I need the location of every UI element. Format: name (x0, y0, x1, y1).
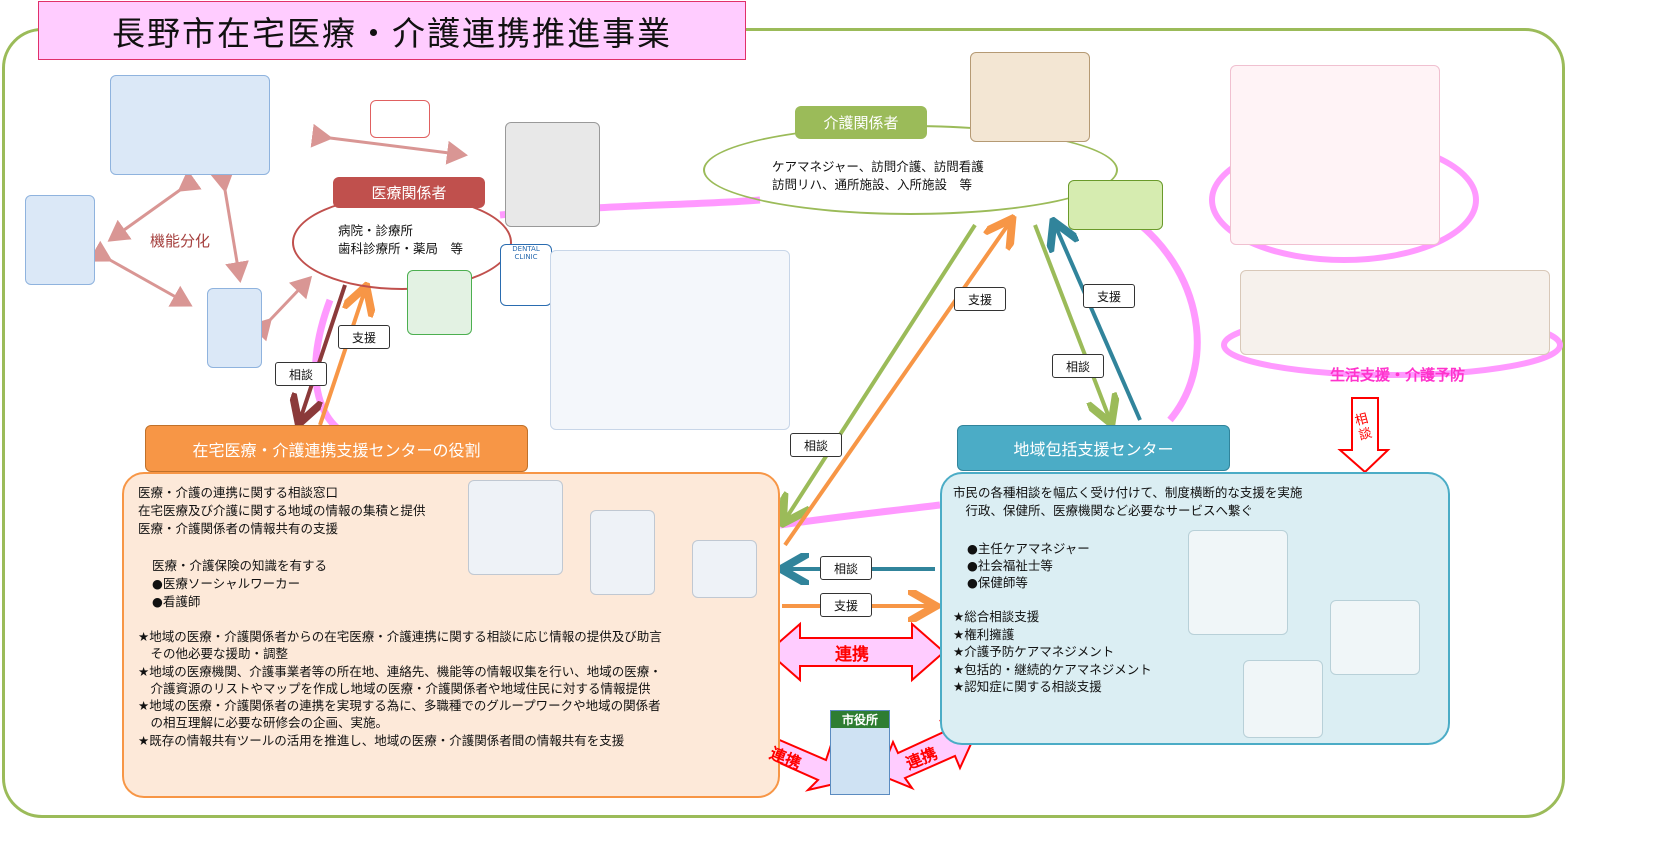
left-center-box (122, 472, 780, 798)
day-service-bus-illustration (1068, 180, 1163, 230)
home-care-family-illustration (1230, 65, 1440, 245)
ambulance-illustration (370, 100, 430, 138)
staff-document-illustration (590, 510, 655, 595)
meeting-network-illustration (550, 250, 790, 430)
right-line: 行政、保健所、医療機関など必要なサービスへ繋ぐ (953, 503, 1254, 518)
staff-phone-illustration (468, 480, 563, 575)
staff-item: ●保健師等 (967, 575, 1028, 590)
right-center-label: 地域包括支援センター (957, 425, 1230, 471)
dementia-illustration (1243, 660, 1323, 738)
staff-item: ●社会福祉士等 (967, 558, 1053, 573)
living-support-label: 生活支援・介護予防 (1330, 366, 1466, 384)
left-roles: ★地域の医療・介護関係者からの在宅医療・介護連携に関する相談に応じ情報の提供及び… (138, 628, 662, 749)
left-center-lines: 医療・介護の連携に関する相談窓口 在宅医療及び介護に関する地域の情報の集積と提供… (138, 484, 426, 538)
staff-item: ●看護師 (152, 594, 201, 609)
role-item: ★既存の情報共有ツールの活用を推進し、地域の医療・介護関係者間の情報共有を支援 (138, 732, 625, 748)
dental-clinic-illustration: DENTAL CLINIC (500, 244, 552, 306)
support-tag: 支援 (338, 325, 390, 349)
city-hall-sign: 市役所 (831, 711, 889, 728)
support-tag: 支援 (820, 593, 872, 617)
staff-item: ●主任ケアマネジャー (967, 541, 1090, 556)
consult-tag: 相談 (1052, 354, 1104, 378)
medical-label: 医療関係者 (333, 177, 485, 208)
support-tag: 支援 (954, 287, 1006, 311)
medical-line-2: 歯科診療所・薬局 等 (338, 241, 464, 256)
consult-tag: 相談 (275, 362, 327, 386)
clinic-building-illustration (505, 122, 600, 227)
consult-tag: 相談 (820, 556, 872, 580)
page-title: 長野市在宅医療・介護連携推進事業 (38, 1, 746, 60)
consult-tag: 相談 (790, 433, 842, 457)
right-staff: ●主任ケアマネジャー ●社会福祉士等 ●保健師等 (967, 540, 1090, 591)
pharmacy-illustration (407, 270, 472, 335)
role-item: ★地域の医療・介護関係者からの在宅医療・介護連携に関する相談に応じ情報の提供及び… (138, 629, 662, 662)
care-line-1: ケアマネジャー、訪問介護、訪問看護 (772, 159, 984, 174)
medical-line-1: 病院・診療所 (338, 223, 414, 238)
care-line-2: 訪問リハ、通所施設、入所施設 等 (772, 177, 973, 192)
care-facility-illustration (970, 52, 1090, 142)
support-tag: 支援 (1083, 284, 1135, 308)
staff-item: ●医療ソーシャルワーカー (152, 576, 301, 591)
left-line: 医療・介護の連携に関する相談窓口 (138, 485, 339, 500)
left-line: 医療・介護関係者の情報共有の支援 (138, 521, 339, 536)
role-item: ★権利擁護 (953, 626, 1015, 642)
hospital-small-illustration (25, 195, 95, 285)
right-center-lines: 市民の各種相談を幅広く受け付けて、制度横断的な支援を実施 行政、保健所、医療機関… (953, 484, 1302, 520)
right-roles: ★総合相談支援 ★権利擁護 ★介護予防ケアマネジメント ★包括的・継続的ケアマネ… (953, 608, 1152, 696)
city-hall-illustration: 市役所 (830, 710, 890, 795)
outer-frame (2, 28, 1565, 818)
staff-intro: 医療・介護保険の知識を有する (152, 558, 328, 573)
role-item: ★地域の医療・介護関係者の連携を実現する為に、多職種でのグループワークや地域の関… (138, 698, 661, 731)
role-item: ★包括的・継続的ケアマネジメント (953, 661, 1152, 677)
elder-abuse-illustration (1330, 600, 1420, 675)
left-staff: 医療・介護保険の知識を有する ●医療ソーシャルワーカー ●看護師 (152, 557, 327, 611)
cooperate-label: 連携 (835, 645, 869, 665)
staff-computer-illustration (692, 540, 757, 598)
hospital-illustration (110, 75, 270, 175)
right-line: 市民の各種相談を幅広く受け付けて、制度横断的な支援を実施 (953, 485, 1303, 500)
community-residents-illustration (1240, 270, 1550, 355)
role-item: ★地域の医療機関、介護事業者等の所在地、連絡先、機能等の情報収集を行い、地域の医… (138, 663, 662, 696)
function-split-label: 機能分化 (150, 232, 211, 250)
clinic-illustration (207, 288, 262, 368)
role-item: ★認知症に関する相談支援 (953, 679, 1102, 694)
consultation-illustration (1188, 530, 1288, 635)
care-label: 介護関係者 (795, 106, 927, 139)
role-item: ★総合相談支援 (953, 609, 1040, 624)
role-item: ★介護予防ケアマネジメント (953, 644, 1115, 659)
left-center-label: 在宅医療・介護連携支援センターの役割 (145, 425, 528, 472)
consult-down-arrow (1337, 397, 1391, 474)
left-line: 在宅医療及び介護に関する地域の情報の集積と提供 (138, 503, 426, 518)
